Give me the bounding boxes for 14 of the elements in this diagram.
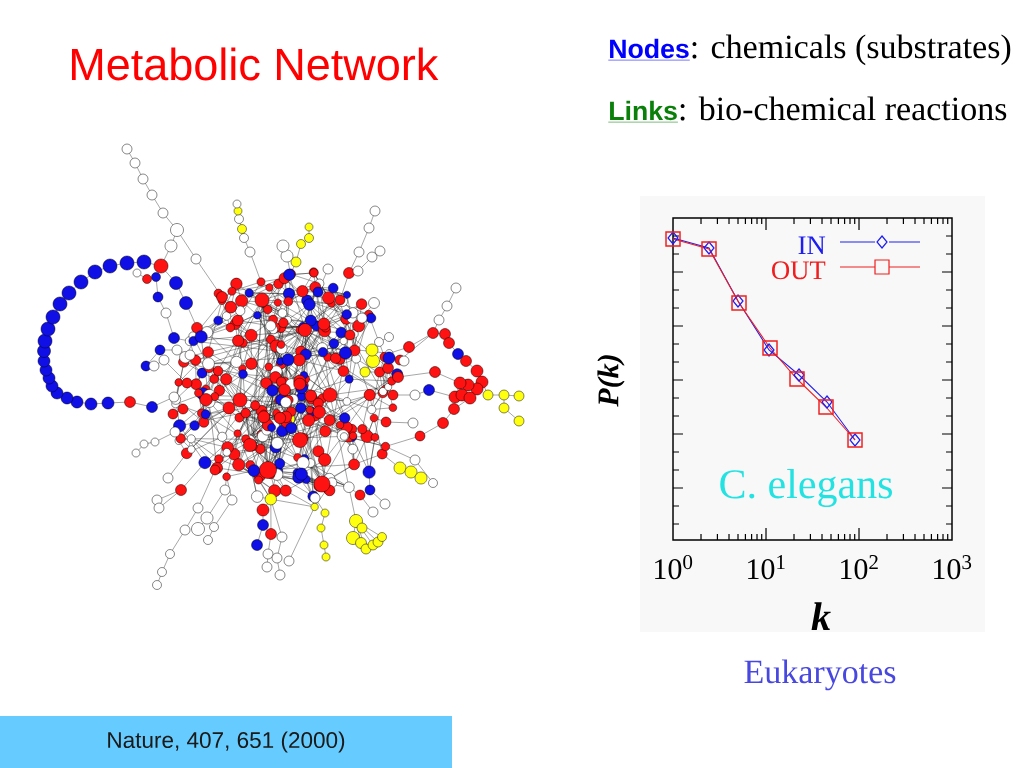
chart-caption: Eukaryotes	[744, 659, 896, 691]
slide-title: Metabolic Network	[71, 47, 439, 81]
plot-annotation: C. elegans	[720, 468, 892, 508]
definition-text: Nodes: chemicals (substrates)	[608, 34, 1011, 66]
tick-label: 10$^{1}$	[748, 555, 785, 580]
axis-label: k	[811, 602, 831, 630]
tick-label: 10$^{3}$	[934, 555, 972, 580]
citation-box: Nature, 407, 651 (2000)	[0, 716, 452, 768]
tick-label: 10$^{0}$	[655, 555, 693, 580]
axis-label: P(k)	[597, 355, 625, 407]
legend-label: OUT	[772, 261, 826, 280]
legend-label: IN	[798, 236, 826, 254]
tick-label: 10$^{2}$	[841, 555, 878, 580]
definition-text: Links: bio-chemical reactions	[608, 96, 1007, 123]
